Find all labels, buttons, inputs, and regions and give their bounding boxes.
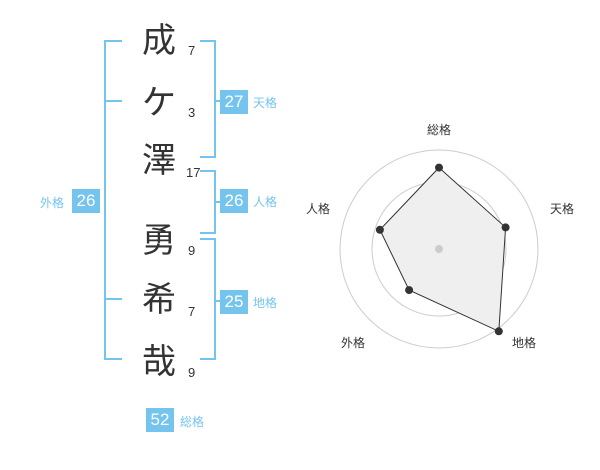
given-char-1: 勇 <box>142 221 176 261</box>
tenkaku-label: 天格 <box>253 96 278 110</box>
tenkaku-bracket-arm <box>214 100 222 102</box>
chikaku-label: 地格 <box>253 296 278 310</box>
tenkaku-bracket-tick <box>200 40 216 42</box>
radar-ring-outer <box>339 149 539 349</box>
gaikaku-bracket-line <box>104 40 106 360</box>
radar-axis-label-jinkaku: 人格 <box>306 202 331 216</box>
given-stroke-1: 9 <box>188 243 196 258</box>
surname-stroke-1: 7 <box>188 43 196 58</box>
chikaku-bracket-line <box>214 238 216 360</box>
tenkaku-bracket-line <box>214 40 216 158</box>
jinkaku-label: 人格 <box>253 195 278 209</box>
radar-point-2 <box>501 223 510 232</box>
radar-point-4 <box>405 286 414 295</box>
tenkaku-value-badge: 27 <box>220 90 248 114</box>
jinkaku-bracket-tick <box>200 232 216 234</box>
gaikaku-bracket-tick <box>104 358 122 360</box>
radar-axis-label-gaikaku: 外格 <box>341 336 366 350</box>
jinkaku-bracket-tick <box>200 170 216 172</box>
gaikaku-bracket-tick <box>104 40 122 42</box>
tenkaku-bracket-tick <box>200 156 216 158</box>
radar-axis-label-soukaku: 総格 <box>427 123 452 137</box>
chikaku-bracket-arm <box>214 300 222 302</box>
surname-char-1: 成 <box>142 21 176 61</box>
jinkaku-value-badge: 26 <box>220 189 248 213</box>
gaikaku-bracket-tick <box>104 298 122 300</box>
given-char-3: 哉 <box>142 342 176 382</box>
radar-point-5 <box>375 225 384 234</box>
gaikaku-label: 外格 <box>40 196 65 210</box>
soukaku-value-badge: 52 <box>146 408 174 432</box>
jinkaku-bracket-arm <box>214 201 222 203</box>
chikaku-bracket-tick <box>200 358 216 360</box>
radar-center-dot <box>435 245 443 253</box>
chikaku-value-badge: 25 <box>220 290 248 314</box>
surname-char-2: ケ <box>142 83 176 123</box>
surname-stroke-2: 3 <box>188 105 196 120</box>
surname-stroke-3: 17 <box>186 165 201 180</box>
given-stroke-2: 7 <box>188 304 196 319</box>
radar-axis-label-chikaku: 地格 <box>512 336 537 350</box>
soukaku-label: 総格 <box>180 415 205 429</box>
radar-point-3 <box>494 327 503 336</box>
surname-char-3: 澤 <box>142 141 176 181</box>
gaikaku-bracket-tick <box>104 100 122 102</box>
radar-axis-label-tenkaku: 天格 <box>550 202 575 216</box>
given-stroke-3: 9 <box>188 365 196 380</box>
radar-points <box>375 163 510 336</box>
given-char-2: 希 <box>142 280 176 320</box>
radar-point-1 <box>435 163 443 172</box>
chikaku-bracket-tick <box>200 238 216 240</box>
gaikaku-value-badge: 26 <box>72 189 100 213</box>
